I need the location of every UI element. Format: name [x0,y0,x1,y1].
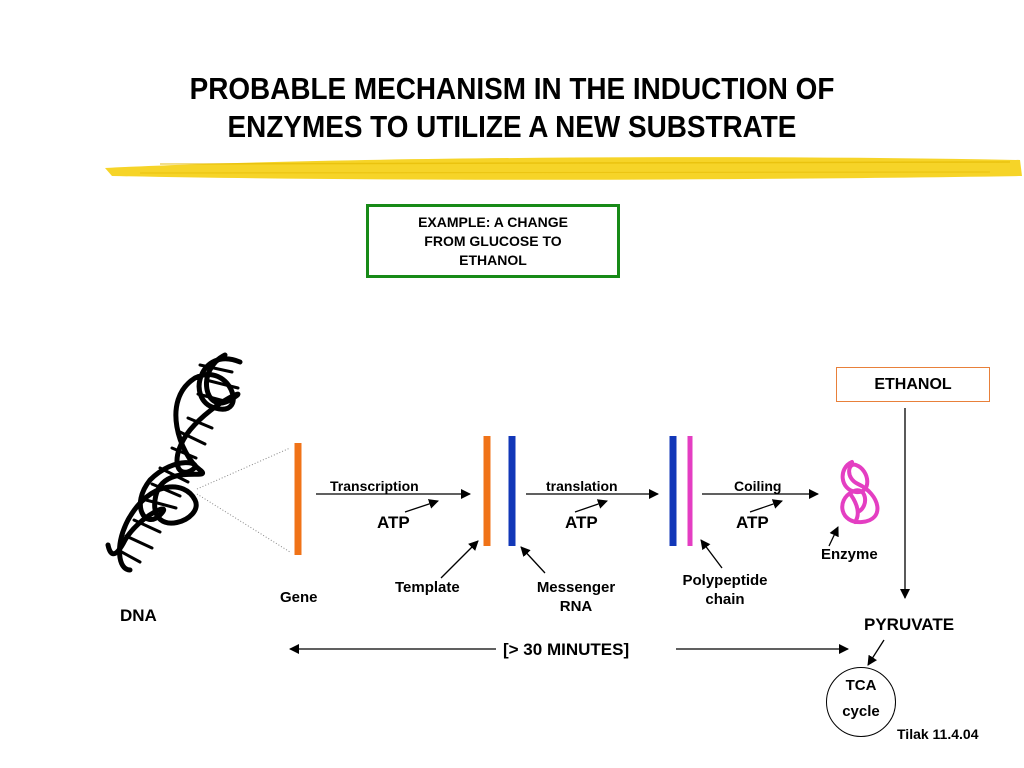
atp-arrow-2 [574,499,608,513]
translation-label: translation [546,478,618,494]
polypeptide-pointer-arrow [700,539,723,569]
dna-label: DNA [120,606,157,625]
highlighter-underline [105,157,1022,180]
dna-helix-icon [105,352,243,573]
pyruvate-to-tca-arrow [867,639,885,666]
credit-label: Tilak 11.4.04 [897,726,979,742]
messenger-rna-label: Messenger RNA [536,579,616,615]
enzyme-pointer-arrow [828,526,839,547]
template-pointer-arrow [440,540,479,579]
enzyme-label: Enzyme [821,546,878,563]
example-box: EXAMPLE: A CHANGE FROM GLUCOSE TO ETHANO… [366,204,620,278]
duration-label: [> 30 MINUTES] [503,640,630,659]
zoom-lines [196,447,291,553]
atp-label-1: ATP [377,513,410,532]
template-label: Template [395,579,460,596]
atp-label-2: ATP [565,513,598,532]
enzyme-icon [840,460,880,525]
polypeptide-chain-label: Polypeptide chain [682,572,768,608]
transcription-label: Transcription [330,478,419,494]
ethanol-label: ETHANOL [874,375,952,393]
atp-arrow-3 [749,499,783,513]
cycle-label: cycle [842,703,880,720]
coiling-label: Coiling [734,478,782,494]
atp-label-3: ATP [736,513,769,532]
page-title: PROBABLE MECHANISM IN THE INDUCTION OF E… [87,70,937,146]
title-line-2: ENZYMES TO UTILIZE A NEW SUBSTRATE [227,109,797,144]
atp-arrow-1 [404,499,439,513]
pyruvate-label: PYRUVATE [864,615,955,634]
ethanol-box: ETHANOL [836,367,990,402]
mrna-pointer-arrow [520,546,546,574]
tca-label: TCA [845,677,877,694]
gene-label: Gene [280,589,318,606]
tca-cycle-circle: TCA cycle [826,667,896,737]
example-text: EXAMPLE: A CHANGE FROM GLUCOSE TO ETHANO… [418,213,568,268]
title-line-1: PROBABLE MECHANISM IN THE INDUCTION OF [189,71,835,106]
